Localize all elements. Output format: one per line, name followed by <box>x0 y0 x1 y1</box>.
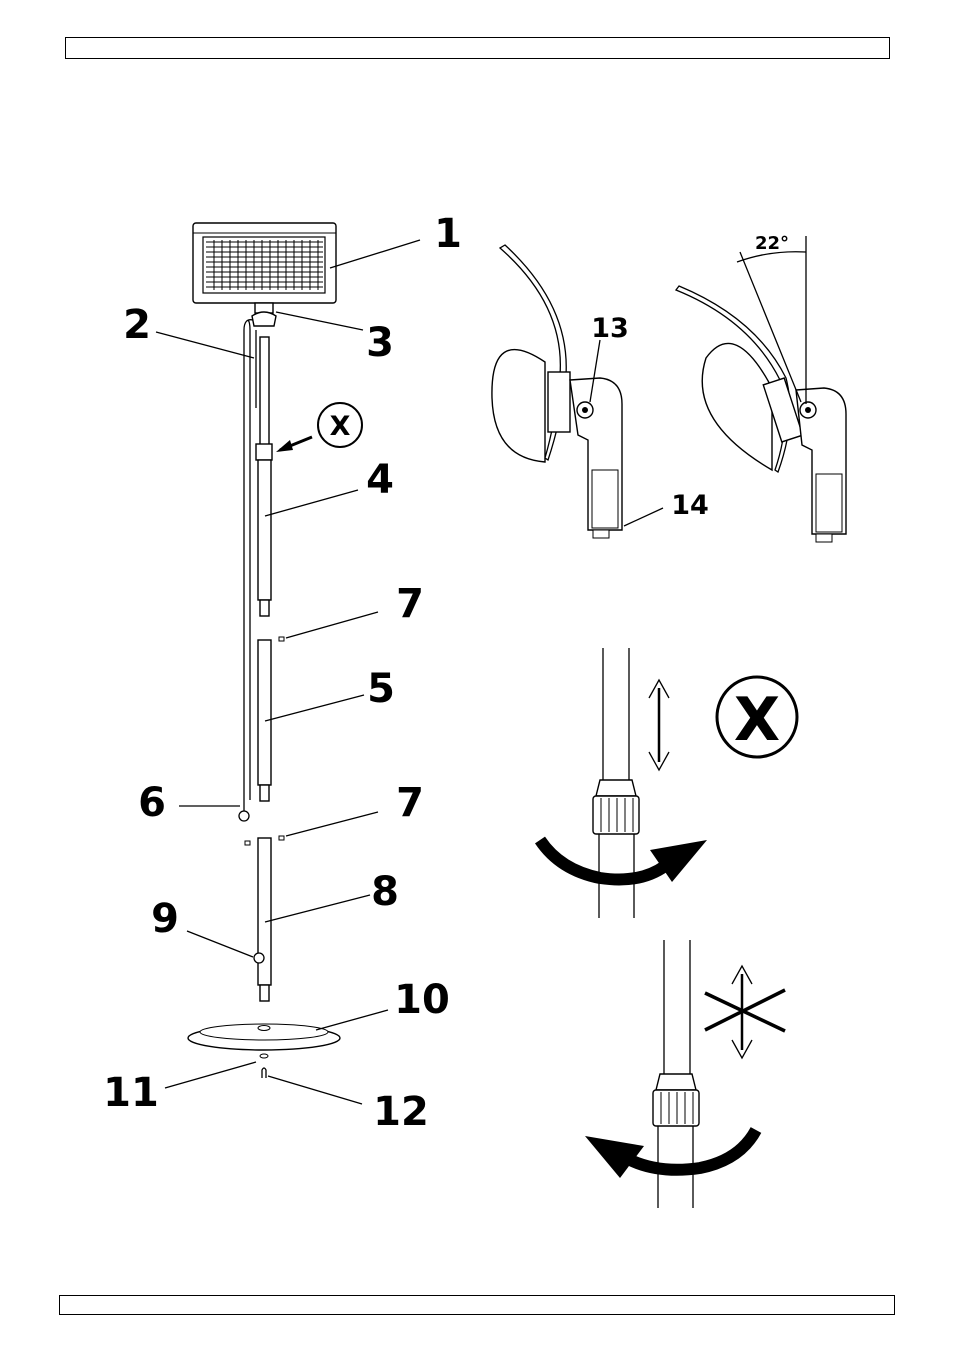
warning-x-small: X <box>330 411 351 442</box>
tube-4 <box>258 460 271 600</box>
warning-x-large: X <box>734 685 780 755</box>
rotate-right-arrow-icon <box>540 840 665 880</box>
washer <box>260 1054 268 1058</box>
screw-knob <box>254 953 264 963</box>
base-plate <box>188 1024 340 1050</box>
plug-icon <box>239 811 249 821</box>
label-12: 12 <box>373 1089 429 1135</box>
side-view-normal <box>492 245 622 538</box>
label-4: 4 <box>366 457 394 503</box>
heater-head <box>193 223 336 303</box>
crossed-updown-arrow-icon <box>705 966 785 1058</box>
label-11: 11 <box>103 1070 159 1116</box>
spacer-7b <box>279 836 284 840</box>
label-9: 9 <box>151 896 179 942</box>
tube-5 <box>258 640 271 785</box>
label-5: 5 <box>367 666 395 712</box>
tube-upper <box>260 337 269 445</box>
label-1: 1 <box>434 211 462 257</box>
label-7b: 7 <box>396 780 424 826</box>
updown-arrow-icon <box>649 680 669 770</box>
label-7a: 7 <box>396 581 424 627</box>
bracket <box>252 303 276 326</box>
label-6: 6 <box>138 780 166 826</box>
coupling-nut <box>256 444 272 460</box>
label-2: 2 <box>123 302 151 348</box>
label-8: 8 <box>371 869 399 915</box>
label-10: 10 <box>394 977 450 1023</box>
bolt <box>262 1068 266 1078</box>
label-13: 13 <box>591 313 629 344</box>
label-angle: 22° <box>755 233 789 254</box>
label-14: 14 <box>671 490 709 521</box>
spacer-7a <box>279 637 284 641</box>
label-3: 3 <box>366 320 394 366</box>
power-cable <box>239 320 256 821</box>
